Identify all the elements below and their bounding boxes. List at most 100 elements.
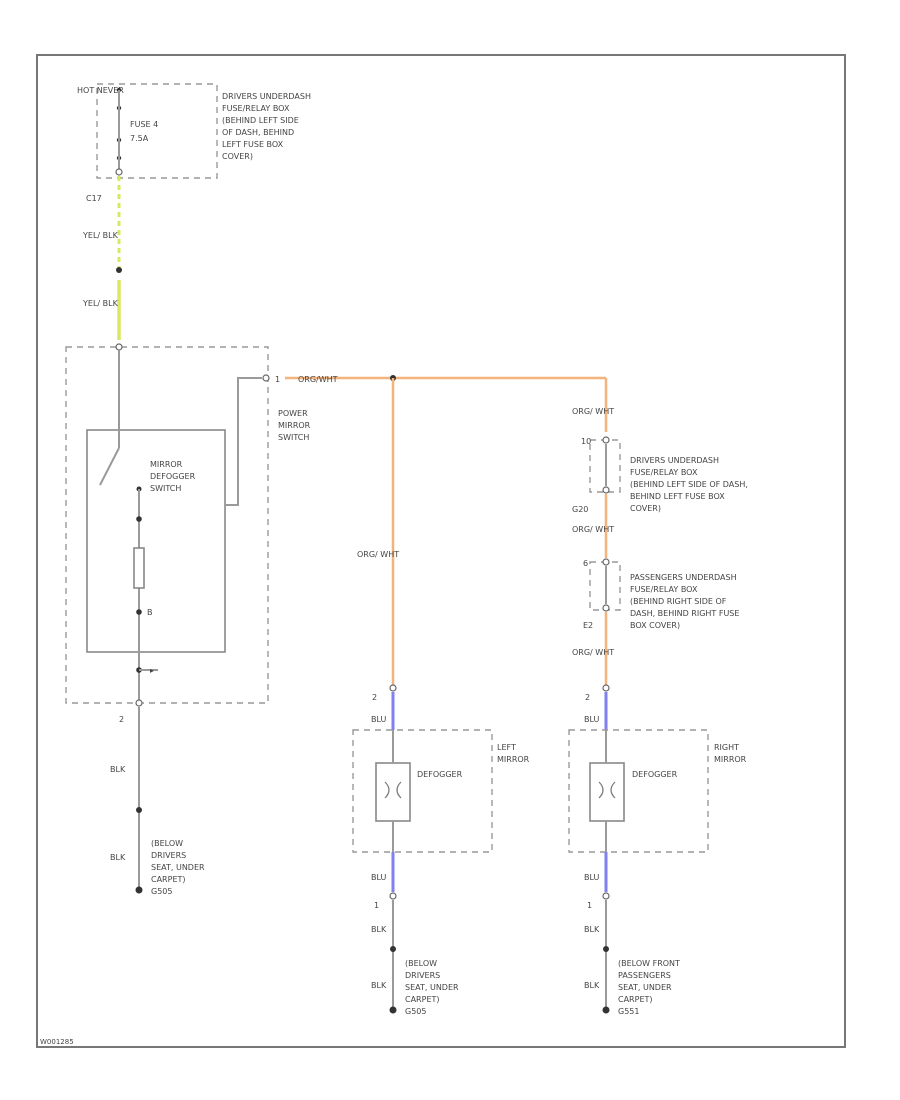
- svg-text:(BELOW: (BELOW: [151, 839, 183, 848]
- svg-text:FUSE/RELAY BOX: FUSE/RELAY BOX: [222, 104, 290, 113]
- switch-ground-label: (BELOW DRIVERS SEAT, UNDER CARPET) G505: [151, 839, 205, 896]
- left-mirror-pin-out: 1: [374, 901, 379, 910]
- right-mirror-box: [568, 729, 709, 853]
- left-ground-splice: [390, 946, 396, 952]
- svg-text:DASH, BEHIND RIGHT FUSE: DASH, BEHIND RIGHT FUSE: [630, 609, 739, 618]
- indicator-resistor: [133, 547, 145, 589]
- fb1-connector-b: [602, 486, 610, 494]
- svg-text:FUSE/RELAY BOX: FUSE/RELAY BOX: [630, 468, 698, 477]
- arrow-icon: ▸: [150, 666, 154, 675]
- svg-text:G551: G551: [618, 1007, 639, 1016]
- svg-text:DRIVERS: DRIVERS: [405, 971, 440, 980]
- wire-label-blu-right-out: BLU: [584, 873, 600, 882]
- svg-text:SEAT, UNDER: SEAT, UNDER: [405, 983, 459, 992]
- switch-out-connector: [262, 374, 270, 382]
- right-mirror-conn-out: [602, 892, 610, 900]
- power-mirror-switch-box: [65, 346, 269, 704]
- fb1-pin-a: 10: [581, 437, 591, 446]
- fuse-box-top-description: DRIVERS UNDERDASH FUSE/RELAY BOX (BEHIND…: [222, 92, 311, 161]
- mirror-defogger-switch-label: MIRROR DEFOGGER SWITCH: [150, 460, 196, 493]
- right-ground-label: (BELOW FRONT PASSENGERS SEAT, UNDER CARP…: [618, 959, 680, 1016]
- fuse-rating: 7.5A: [130, 134, 149, 143]
- right-mirror-conn-in: [602, 684, 610, 692]
- wire-label-org-wht-left-1: ORG/ WHT: [357, 550, 399, 559]
- wire-label-blk-left-2: BLK: [371, 981, 387, 990]
- left-ground-label: (BELOW DRIVERS SEAT, UNDER CARPET) G505: [405, 959, 459, 1016]
- svg-text:OF DASH, BEHIND: OF DASH, BEHIND: [222, 128, 294, 137]
- svg-text:CARPET): CARPET): [618, 995, 653, 1004]
- svg-text:MIRROR: MIRROR: [278, 421, 311, 430]
- left-mirror-conn-in: [389, 684, 397, 692]
- svg-text:DEFOGGER: DEFOGGER: [150, 472, 196, 481]
- wire-label-blk-right-1: BLK: [584, 925, 600, 934]
- resistor-label: B: [147, 608, 153, 617]
- svg-text:DRIVERS UNDERDASH: DRIVERS UNDERDASH: [630, 456, 719, 465]
- wire-label-blk-sw-2: BLK: [110, 853, 126, 862]
- pin-sw-out-label: 1: [275, 375, 280, 384]
- wire-label-blu-left-out: BLU: [371, 873, 387, 882]
- connector-c17: [115, 168, 123, 176]
- svg-text:CARPET): CARPET): [405, 995, 440, 1004]
- svg-text:(BEHIND RIGHT SIDE OF: (BEHIND RIGHT SIDE OF: [630, 597, 727, 606]
- svg-text:G505: G505: [151, 887, 172, 896]
- svg-text:POWER: POWER: [278, 409, 308, 418]
- fb2-pin-a: 6: [583, 559, 588, 568]
- switch-output-loop: [225, 377, 262, 506]
- wire-label-yel-blk-1: YEL/ BLK: [82, 231, 119, 240]
- svg-text:SWITCH: SWITCH: [150, 484, 181, 493]
- fb2-connector-b: [602, 604, 610, 612]
- switch-connector-top: [115, 343, 123, 351]
- left-defogger-icon: [384, 781, 402, 799]
- svg-text:COVER): COVER): [630, 504, 661, 513]
- svg-text:BEHIND LEFT FUSE BOX: BEHIND LEFT FUSE BOX: [630, 492, 725, 501]
- wire-label-blu-left-in: BLU: [371, 715, 387, 724]
- wire-label-blu-right-in: BLU: [584, 715, 600, 724]
- switch-contact: [99, 447, 120, 486]
- switch-bottom-connector: [135, 699, 143, 707]
- svg-text:FUSE/RELAY BOX: FUSE/RELAY BOX: [630, 585, 698, 594]
- switch-pin-bottom: 2: [119, 715, 124, 724]
- svg-text:BOX COVER): BOX COVER): [630, 621, 680, 630]
- pin-c17-label: C17: [86, 194, 102, 203]
- wire-label-blk-left-1: BLK: [371, 925, 387, 934]
- svg-text:(BEHIND LEFT SIDE: (BEHIND LEFT SIDE: [222, 116, 299, 125]
- svg-text:(BELOW FRONT: (BELOW FRONT: [618, 959, 680, 968]
- left-mirror-label: LEFT MIRROR: [497, 743, 530, 764]
- splice-yel: [116, 267, 122, 273]
- right-defogger-icon: [598, 781, 616, 799]
- diagram-code: W001285: [40, 1038, 74, 1046]
- fb1-pin-b: G20: [572, 505, 588, 514]
- svg-text:PASSENGERS: PASSENGERS: [618, 971, 671, 980]
- left-ground-point: [389, 1006, 397, 1014]
- svg-text:PASSENGERS UNDERDASH: PASSENGERS UNDERDASH: [630, 573, 737, 582]
- wire-label-blk-sw-1: BLK: [110, 765, 126, 774]
- svg-text:MIRROR: MIRROR: [714, 755, 747, 764]
- hot-at-label: HOT NEVER: [77, 86, 124, 95]
- switch-node: [136, 516, 142, 522]
- svg-text:DRIVERS: DRIVERS: [151, 851, 186, 860]
- svg-text:MIRROR: MIRROR: [150, 460, 183, 469]
- right-mirror-label: RIGHT MIRROR: [714, 743, 747, 764]
- left-mirror-pin-in: 2: [372, 693, 377, 702]
- left-mirror-conn-out: [389, 892, 397, 900]
- svg-text:SEAT, UNDER: SEAT, UNDER: [618, 983, 672, 992]
- svg-text:(BEHIND LEFT SIDE OF DASH,: (BEHIND LEFT SIDE OF DASH,: [630, 480, 748, 489]
- fuse-box-top: [96, 83, 218, 179]
- right-defogger-label: DEFOGGER: [632, 770, 678, 779]
- svg-text:G505: G505: [405, 1007, 426, 1016]
- fb2-pin-b: E2: [583, 621, 593, 630]
- wire-label-org-wht-right-1: ORG/ WHT: [572, 407, 614, 416]
- resistor-node: [136, 609, 142, 615]
- wire-label-org-wht-right-2: ORG/ WHT: [572, 525, 614, 534]
- right-mirror-pin-out: 1: [587, 901, 592, 910]
- svg-text:SEAT, UNDER: SEAT, UNDER: [151, 863, 205, 872]
- right-ground-point: [602, 1006, 610, 1014]
- wire-label-org-wht-right-3: ORG/ WHT: [572, 648, 614, 657]
- fuse-box-passenger-label: PASSENGERS UNDERDASH FUSE/RELAY BOX (BEH…: [630, 573, 739, 630]
- fb2-connector-a: [602, 558, 610, 566]
- left-mirror-box: [352, 729, 493, 853]
- power-mirror-switch-label: POWER MIRROR SWITCH: [278, 409, 311, 442]
- svg-text:LEFT: LEFT: [497, 743, 516, 752]
- right-ground-splice: [603, 946, 609, 952]
